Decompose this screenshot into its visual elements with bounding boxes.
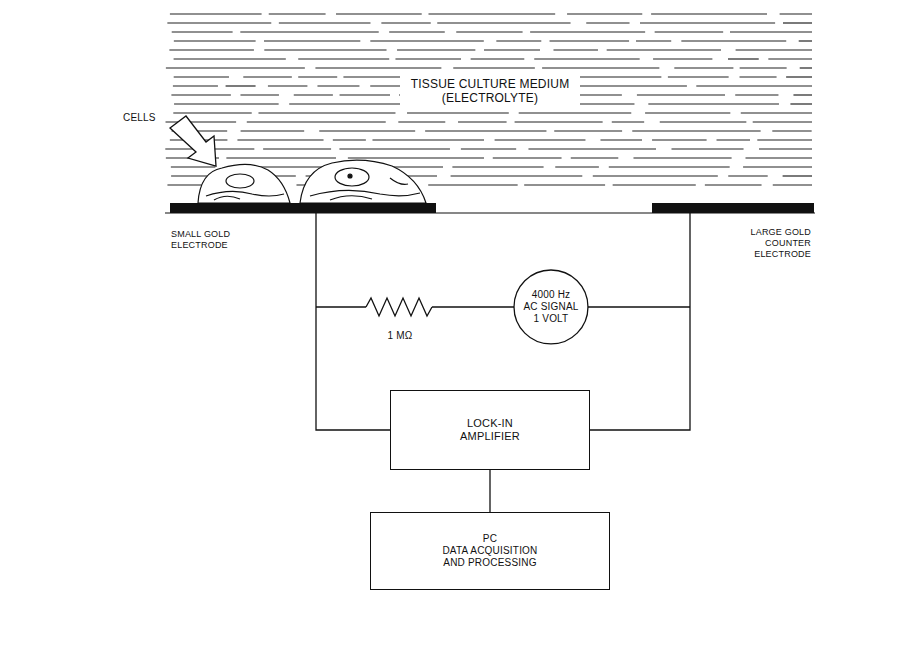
pc-box: PCDATA ACQUISITION AND PROCESSING (370, 512, 610, 590)
electrolyte-medium (165, 14, 812, 185)
electrode-label: SMALL GOLD ELECTRODE (168, 228, 244, 252)
counter-electrode (652, 203, 814, 213)
medium-label: TISSUE CULTURE MEDIUM (ELECTROLYTE) (400, 76, 580, 107)
lock-in-box: LOCK-IN AMPLIFIER (390, 390, 590, 470)
node-text: PC (460, 533, 520, 545)
cells (198, 160, 426, 203)
electrode-label: LARGE GOLD COUNTER ELECTRODE (706, 226, 814, 260)
signal-line (489, 470, 490, 512)
node-text: LOCK-IN AMPLIFIER (453, 417, 528, 443)
ac-source: 4000 HzAC SIGNAL 1 VOLT (513, 269, 589, 345)
node-text: DATA ACQUISITION AND PROCESSING (438, 545, 543, 569)
resistor-symbol (366, 298, 432, 316)
small-electrode (170, 203, 436, 213)
resistor-value: 1 MΩ (385, 329, 416, 343)
cells-label: CELLS (120, 111, 159, 125)
cells-arrow (170, 116, 216, 166)
node-text: 4000 Hz (521, 289, 581, 301)
node-text: AC SIGNAL 1 VOLT (522, 301, 579, 325)
